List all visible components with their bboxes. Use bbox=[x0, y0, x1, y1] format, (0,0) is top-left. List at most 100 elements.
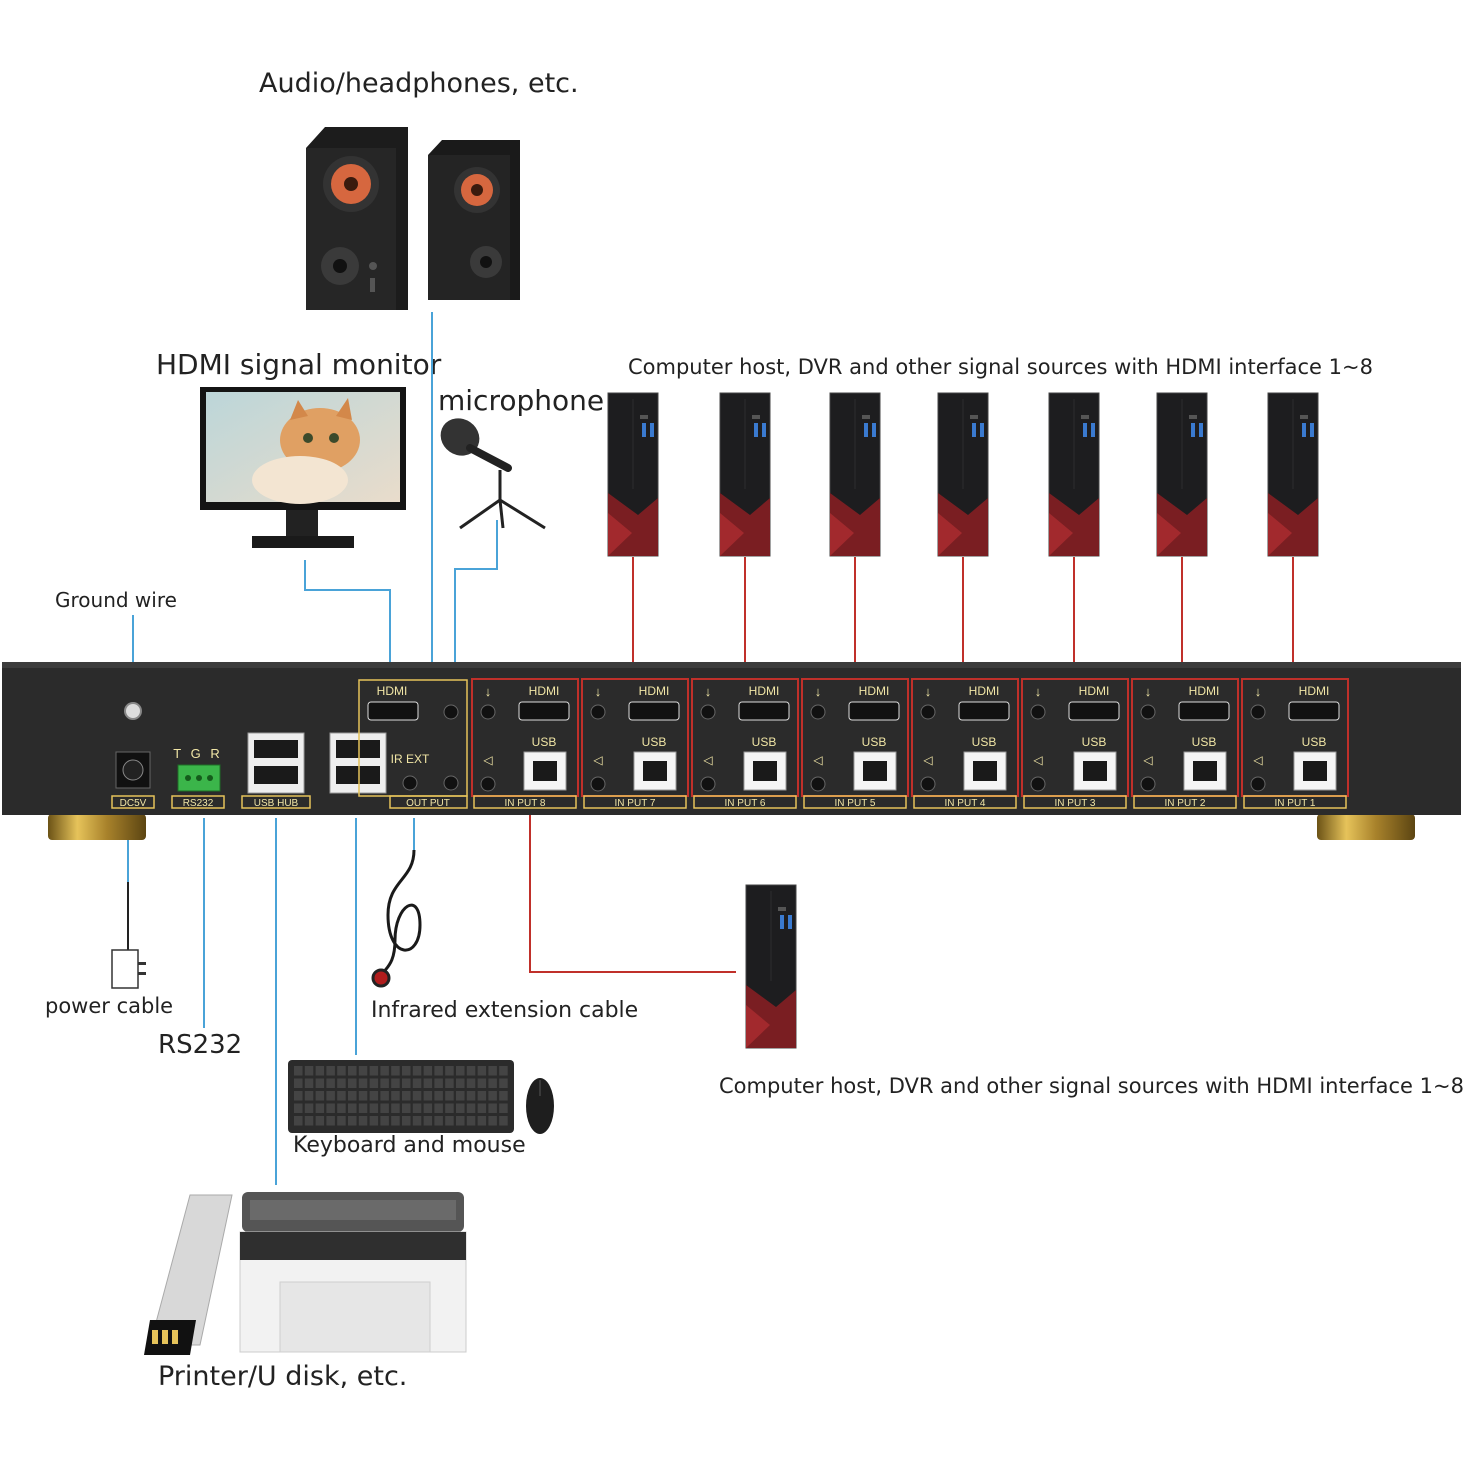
output-hdmi-label: HDMI bbox=[377, 684, 408, 698]
speaker-jack-icon: ◁ bbox=[1143, 753, 1153, 767]
input-usb-label: USB bbox=[1192, 735, 1217, 749]
input-usb-label: USB bbox=[1082, 735, 1107, 749]
red-wires bbox=[529, 557, 1294, 973]
power-cable-icon bbox=[111, 882, 146, 989]
mic-icon: ↓ bbox=[815, 684, 822, 699]
speaker-jack-icon: ◁ bbox=[923, 753, 933, 767]
input-hdmi-port[interactable] bbox=[518, 701, 570, 721]
input-label: IN PUT 2 bbox=[1165, 798, 1206, 809]
input-hdmi-port[interactable] bbox=[628, 701, 680, 721]
mic-jack[interactable] bbox=[1030, 704, 1046, 720]
ir-cable-icon bbox=[371, 849, 422, 988]
input-blocks: ↓ HDMI USB ◁ IN PUT 8 ↓ HDMI USB ◁ IN PUT 7 ↓ HDMI U… bbox=[471, 678, 1349, 809]
usb-hub-ports bbox=[247, 732, 387, 794]
mic-jack[interactable] bbox=[920, 704, 936, 720]
wire-monitor bbox=[304, 560, 391, 676]
input-hdmi-label: HDMI bbox=[969, 684, 1000, 698]
mic-jack[interactable] bbox=[1140, 704, 1156, 720]
monitor-icon bbox=[200, 387, 406, 548]
printer-icon bbox=[239, 1192, 467, 1353]
input-hdmi-label: HDMI bbox=[639, 684, 670, 698]
input-usb-label: USB bbox=[752, 735, 777, 749]
mic-jack[interactable] bbox=[700, 704, 716, 720]
mic-icon: ↓ bbox=[1145, 684, 1152, 699]
audio-jack[interactable] bbox=[1030, 776, 1046, 792]
microphone-label: microphone bbox=[438, 384, 605, 417]
keyboard-mouse-label: Keyboard and mouse bbox=[293, 1133, 526, 1158]
input-usb-label: USB bbox=[532, 735, 557, 749]
audio-jack[interactable] bbox=[1140, 776, 1156, 792]
speaker-jack-icon: ◁ bbox=[593, 753, 603, 767]
output-audio-jack bbox=[443, 775, 459, 791]
output-hdmi-port bbox=[367, 701, 419, 721]
input-hdmi-label: HDMI bbox=[1079, 684, 1110, 698]
mic-icon: ↓ bbox=[1255, 684, 1262, 699]
input-hdmi-label: HDMI bbox=[1299, 684, 1330, 698]
usb-hub-label: USB HUB bbox=[254, 798, 299, 809]
input-label: IN PUT 3 bbox=[1055, 798, 1096, 809]
input-hdmi-port[interactable] bbox=[1178, 701, 1230, 721]
power-cable-label: power cable bbox=[45, 994, 174, 1018]
audio-jack[interactable] bbox=[810, 776, 826, 792]
output-mic-jack bbox=[443, 704, 459, 720]
rs232-label: RS232 bbox=[158, 1030, 243, 1060]
rs232-port-label: RS232 bbox=[183, 798, 214, 809]
input-usb-label: USB bbox=[972, 735, 997, 749]
input-hdmi-label: HDMI bbox=[859, 684, 890, 698]
speaker-jack-icon: ◁ bbox=[483, 753, 493, 767]
input-hdmi-port[interactable] bbox=[1288, 701, 1340, 721]
computer-icons-top bbox=[607, 392, 1319, 557]
audio-jack[interactable] bbox=[1250, 776, 1266, 792]
mic-icon: ↓ bbox=[925, 684, 932, 699]
audio-jack[interactable] bbox=[590, 776, 606, 792]
mic-jack[interactable] bbox=[1250, 704, 1266, 720]
input-hdmi-port[interactable] bbox=[738, 701, 790, 721]
hdmi-monitor-label: HDMI signal monitor bbox=[156, 348, 442, 381]
speaker-jack-icon: ◁ bbox=[1033, 753, 1043, 767]
input-hdmi-label: HDMI bbox=[529, 684, 560, 698]
speaker-icon bbox=[306, 127, 520, 310]
audio-jack[interactable] bbox=[480, 776, 496, 792]
input-label: IN PUT 7 bbox=[615, 798, 656, 809]
mic-jack[interactable] bbox=[480, 704, 496, 720]
ir-ext-label: IR EXT bbox=[391, 752, 430, 766]
input-hdmi-port[interactable] bbox=[1068, 701, 1120, 721]
input-hdmi-port[interactable] bbox=[958, 701, 1010, 721]
mic-icon: ↓ bbox=[595, 684, 602, 699]
ir-jack bbox=[402, 775, 418, 791]
input-usb-label: USB bbox=[1302, 735, 1327, 749]
input-block: ↓ HDMI USB ◁ IN PUT 1 bbox=[1241, 678, 1349, 809]
mic-icon: ↓ bbox=[1035, 684, 1042, 699]
mic-jack[interactable] bbox=[810, 704, 826, 720]
audio-jack[interactable] bbox=[920, 776, 936, 792]
keyboard-icon bbox=[288, 1060, 514, 1133]
input-label: IN PUT 1 bbox=[1275, 798, 1316, 809]
wire-microphone bbox=[454, 520, 498, 676]
input-label: IN PUT 6 bbox=[725, 798, 766, 809]
kvm-rear-panel: DC5V T G R RS232 USB HUB HDMI IR EXT OUT… bbox=[2, 662, 1461, 815]
mic-icon: ↓ bbox=[705, 684, 712, 699]
input-usb-label: USB bbox=[862, 735, 887, 749]
speaker-jack-icon: ◁ bbox=[703, 753, 713, 767]
audio-jack[interactable] bbox=[700, 776, 716, 792]
sources-bottom-label: Computer host, DVR and other signal sour… bbox=[719, 1074, 1463, 1098]
input-hdmi-port[interactable] bbox=[848, 701, 900, 721]
wire-input-8 bbox=[529, 808, 736, 973]
input-label: IN PUT 4 bbox=[945, 798, 986, 809]
dc-label: DC5V bbox=[120, 798, 147, 809]
printer-label: Printer/U disk, etc. bbox=[158, 1361, 408, 1392]
input-label: IN PUT 8 bbox=[505, 798, 546, 809]
rs232-pins-label: T G R bbox=[173, 746, 222, 761]
speaker-jack-icon: ◁ bbox=[1253, 753, 1263, 767]
mouse-icon bbox=[526, 1078, 554, 1134]
input-label: IN PUT 5 bbox=[835, 798, 876, 809]
ir-cable-label: Infrared extension cable bbox=[371, 998, 639, 1023]
mic-jack[interactable] bbox=[590, 704, 606, 720]
sources-top-label: Computer host, DVR and other signal sour… bbox=[628, 355, 1373, 379]
input-block: ↓ HDMI USB ◁ IN PUT 3 bbox=[1021, 678, 1129, 809]
input-block: ↓ HDMI USB ◁ IN PUT 4 bbox=[911, 678, 1019, 809]
